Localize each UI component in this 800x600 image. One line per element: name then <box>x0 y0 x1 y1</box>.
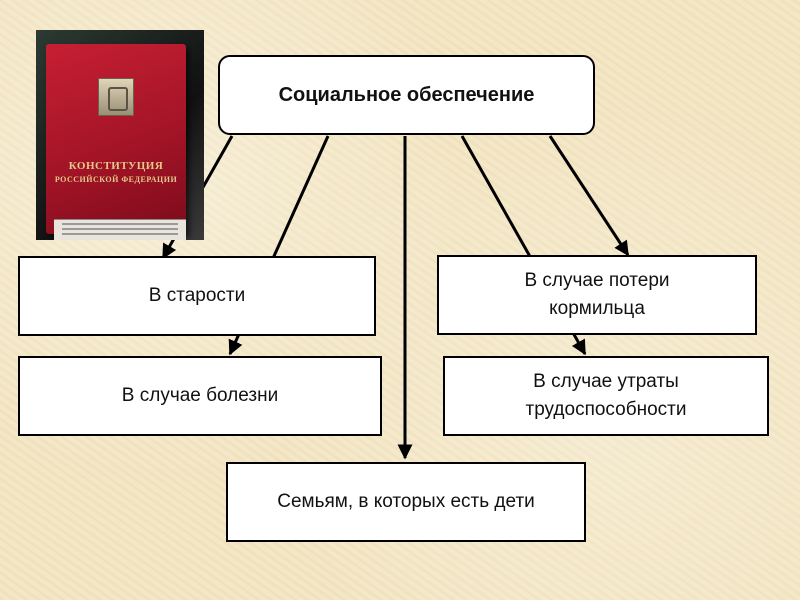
constitution-book-icon: КОНСТИТУЦИЯ РОССИЙСКОЙ ФЕДЕРАЦИИ <box>46 44 186 234</box>
node-breadwinner-loss: В случае потери кормильца <box>437 255 757 335</box>
root-node-social-security: Социальное обеспечение <box>218 55 595 135</box>
node-old-age: В старости <box>18 256 376 336</box>
coat-of-arms-icon <box>98 78 134 116</box>
constitution-book-photo: КОНСТИТУЦИЯ РОССИЙСКОЙ ФЕДЕРАЦИИ <box>36 30 204 240</box>
book-cover-title: КОНСТИТУЦИЯ РОССИЙСКОЙ ФЕДЕРАЦИИ <box>46 160 186 186</box>
node-illness: В случае болезни <box>18 356 382 436</box>
book-pages <box>54 219 186 240</box>
node-families-with-children: Семьям, в которых есть дети <box>226 462 586 542</box>
node-disability: В случае утраты трудоспособности <box>443 356 769 436</box>
arrow-to-breadwinner <box>550 136 628 255</box>
